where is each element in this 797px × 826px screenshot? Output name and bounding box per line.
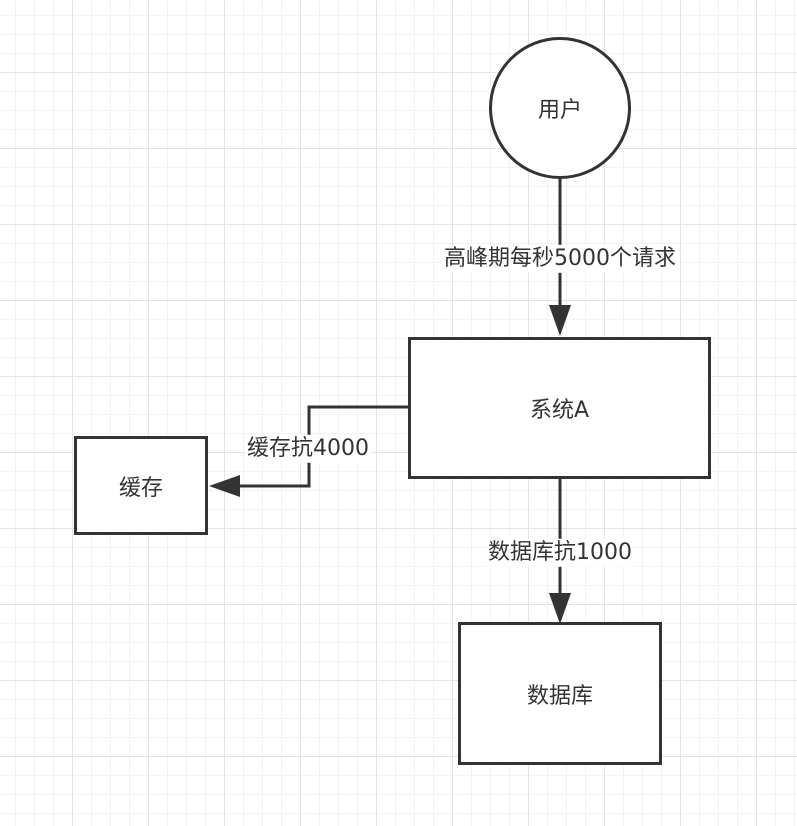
edge-system-to-cache-arrow [209,475,240,497]
edge-user-to-system-label: 高峰期每秒5000个请求 [442,244,678,274]
database-node[interactable]: 数据库 [458,622,662,765]
system-a-node-label: 系统A [529,398,590,423]
cache-node-label: 缓存 [118,475,163,501]
user-node-label: 用户 [537,98,582,123]
edge-system-to-database-label: 数据库抗1000 [486,538,634,568]
edge-system-to-cache-label: 缓存抗4000 [245,434,371,464]
edge-user-to-system-arrow [549,305,571,336]
database-node-label: 数据库 [526,683,593,709]
user-node[interactable]: 用户 [489,37,631,179]
cache-node[interactable]: 缓存 [74,436,208,535]
edge-system-to-database-arrow [549,593,571,624]
system-a-node[interactable]: 系统A [408,337,711,479]
